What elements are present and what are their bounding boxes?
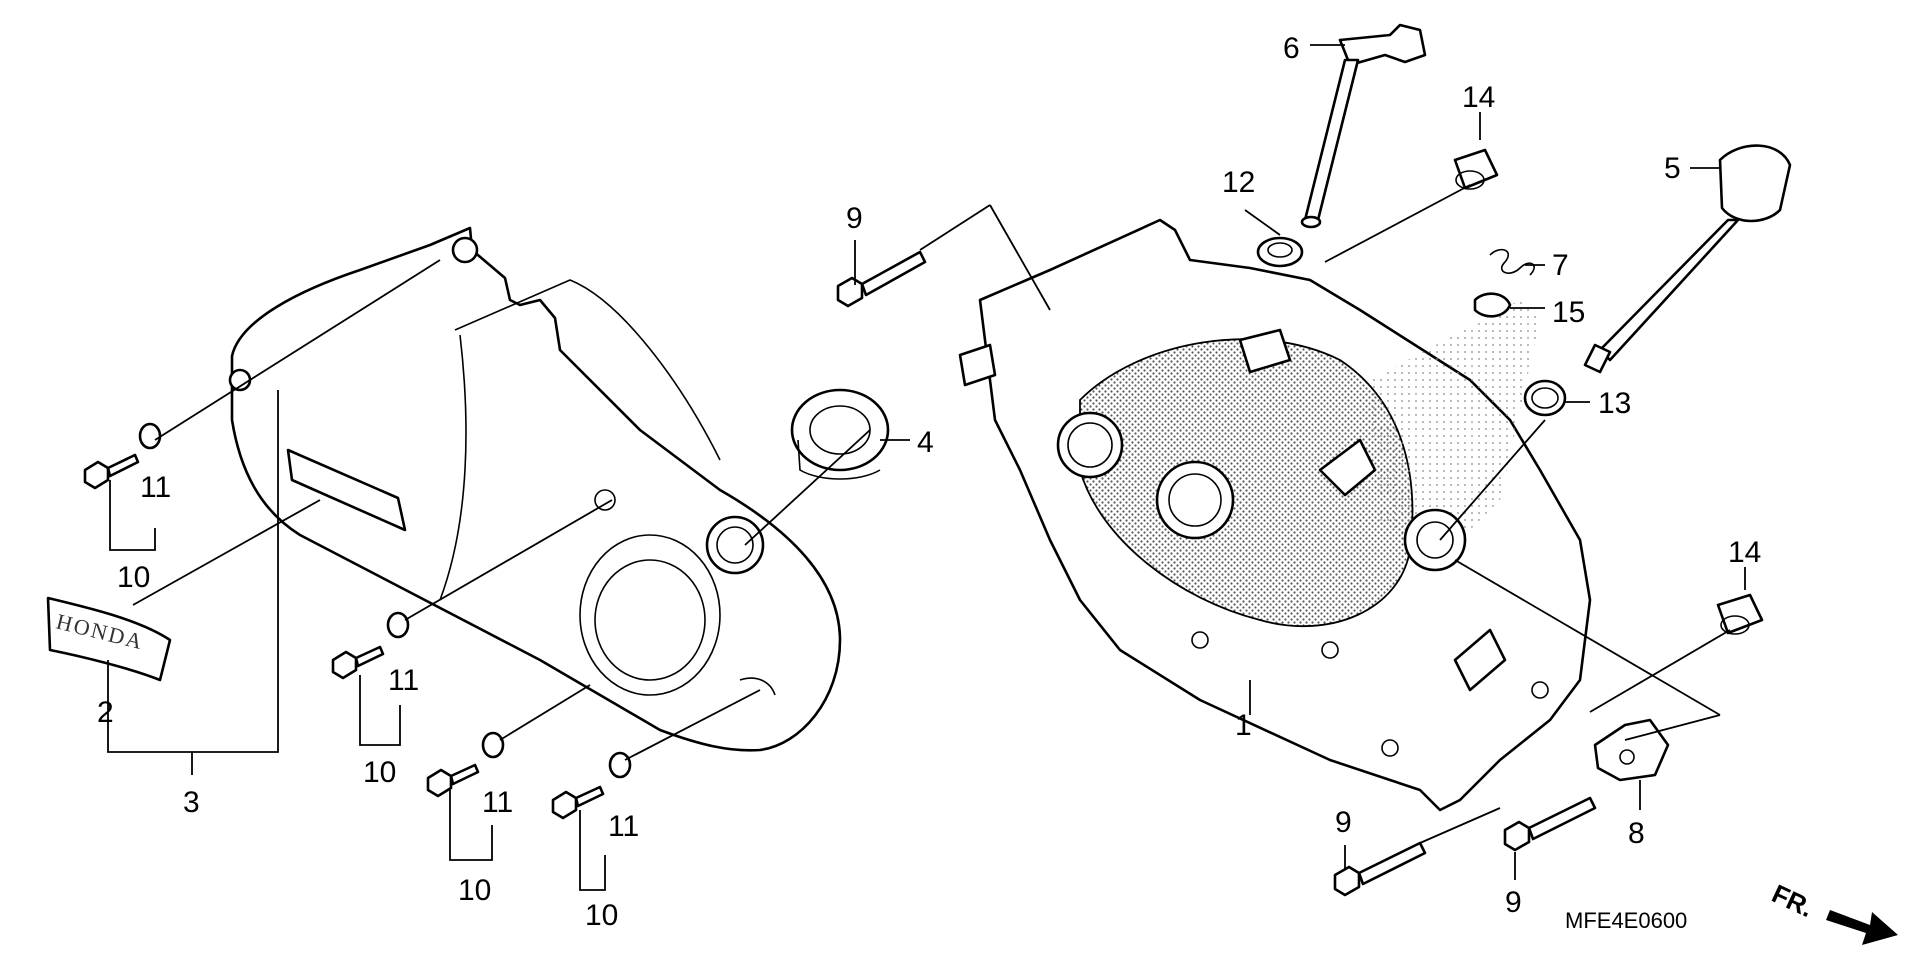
bolt-washer-set-3 [426,731,505,798]
bolt-washer-set-2 [331,611,410,680]
callout-11-d: 11 [608,810,639,843]
callout-9-bottom-right: 9 [1505,886,1522,919]
callout-11-a: 11 [140,471,171,504]
front-direction-arrow: FR. [1767,878,1898,945]
callout-10-d: 10 [585,899,618,932]
oil-dipstick [1583,144,1792,374]
diagram-code: MFE4E0600 [1565,908,1687,933]
callout-9-bottom-left: 9 [1335,806,1352,839]
callout-5: 5 [1664,152,1681,185]
clip-15 [1473,292,1512,318]
oil-seal-12 [1256,236,1304,268]
callout-7: 7 [1552,249,1569,282]
callout-1: 1 [1235,709,1252,742]
callout-10-b: 10 [363,756,396,789]
callout-3: 3 [183,786,200,819]
callout-10-a: 10 [117,561,150,594]
callout-10-c: 10 [458,874,491,907]
callout-9-top: 9 [846,202,863,235]
callout-12: 12 [1222,166,1255,199]
lever-stay [1300,23,1427,229]
left-crankcase-cover [228,226,842,752]
dowel-14-upper [1453,148,1499,190]
callout-6: 6 [1283,32,1300,65]
bolt-washer-set-4 [551,751,632,820]
callout-15: 15 [1552,296,1585,329]
callout-numbers: 1 2 3 4 5 6 7 8 9 9 9 10 10 10 10 11 11 … [97,32,1761,932]
honda-emblem: HONDA [46,596,172,682]
callout-4: 4 [917,426,934,459]
callout-11-b: 11 [388,664,419,697]
callout-11-c: 11 [482,786,513,819]
spring-7 [1489,248,1535,276]
callout-8: 8 [1628,817,1645,850]
bolt-9-bottom-left [1333,841,1427,897]
plate-8 [1593,718,1670,782]
dowel-14-lower [1716,593,1764,635]
callout-2: 2 [97,696,114,729]
o-ring-13 [1523,379,1567,417]
front-label: FR. [1767,878,1818,923]
callout-14-lower: 14 [1728,536,1761,569]
bolt-9-bottom-right [1503,796,1597,852]
bolt-9-top [836,250,927,308]
bolt-washer-set-1 [83,422,162,490]
callout-14-upper: 14 [1462,81,1495,114]
grommet [790,388,890,480]
callout-13: 13 [1598,387,1631,420]
leader-lines [107,44,1746,891]
right-crankcase-cover [958,218,1592,812]
